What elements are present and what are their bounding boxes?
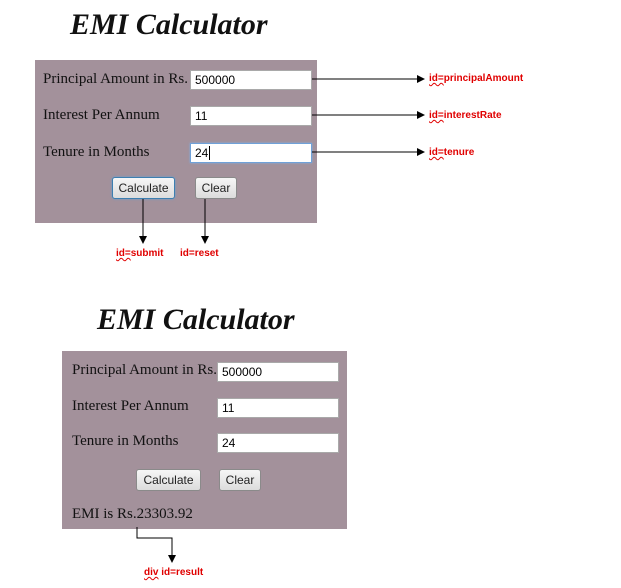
form2-principal-input[interactable]: 500000	[217, 362, 339, 382]
annotation-reset: id=reset	[180, 248, 219, 259]
annotation-interest-prefix: id=	[429, 110, 444, 121]
annotation-reset-prefix: id=	[180, 248, 195, 259]
form1-interest-label: Interest Per Annum	[43, 107, 160, 123]
annotation-tenure-prefix: id=	[429, 147, 444, 158]
form2-tenure-label: Tenure in Months	[72, 433, 179, 449]
form2-interest-input[interactable]: 11	[217, 398, 339, 418]
form2-clear-button[interactable]: Clear	[219, 469, 261, 491]
form1-tenure-label: Tenure in Months	[43, 144, 150, 160]
annotation-submit-prefix: id=	[116, 248, 131, 259]
form1-tenure-value: 24	[195, 146, 209, 160]
form1-principal-label: Principal Amount in Rs.	[43, 71, 189, 87]
form2-result-text: EMI is Rs.23303.92	[72, 506, 193, 522]
form2-tenure-input[interactable]: 24	[217, 433, 339, 453]
annotation-submit-name: submit	[130, 248, 164, 259]
annotation-submit: id=submit	[116, 248, 164, 259]
annotation-principal: id=principalAmount	[429, 73, 523, 84]
form2-calculate-button[interactable]: Calculate	[136, 469, 201, 491]
form1-principal-input[interactable]: 500000	[190, 70, 312, 90]
annotation-interest-name: interestRate	[443, 110, 502, 121]
arrow-result	[136, 527, 176, 563]
form2-title: EMI Calculator	[97, 303, 295, 336]
annotation-result-prefix: div	[144, 567, 159, 578]
form1-calculate-button[interactable]: Calculate	[112, 177, 175, 199]
form2-interest-label: Interest Per Annum	[72, 398, 189, 414]
annotation-interest: id=interestRate	[429, 110, 502, 121]
annotation-result-id: id=result	[161, 567, 204, 578]
annotation-reset-name: reset	[194, 248, 219, 259]
form1-tenure-input[interactable]: 24	[190, 143, 312, 163]
annotation-tenure-name: tenure	[443, 147, 475, 158]
annotation-result: div id=result	[144, 567, 203, 578]
annotation-tenure: id=tenure	[429, 147, 474, 158]
form2-principal-label: Principal Amount in Rs.	[72, 362, 218, 378]
form1-title: EMI Calculator	[70, 8, 268, 41]
annotation-principal-name: principalAmount	[443, 73, 524, 84]
form1-clear-button[interactable]: Clear	[195, 177, 237, 199]
form1-interest-input[interactable]: 11	[190, 106, 312, 126]
annotation-principal-prefix: id=	[429, 73, 444, 84]
